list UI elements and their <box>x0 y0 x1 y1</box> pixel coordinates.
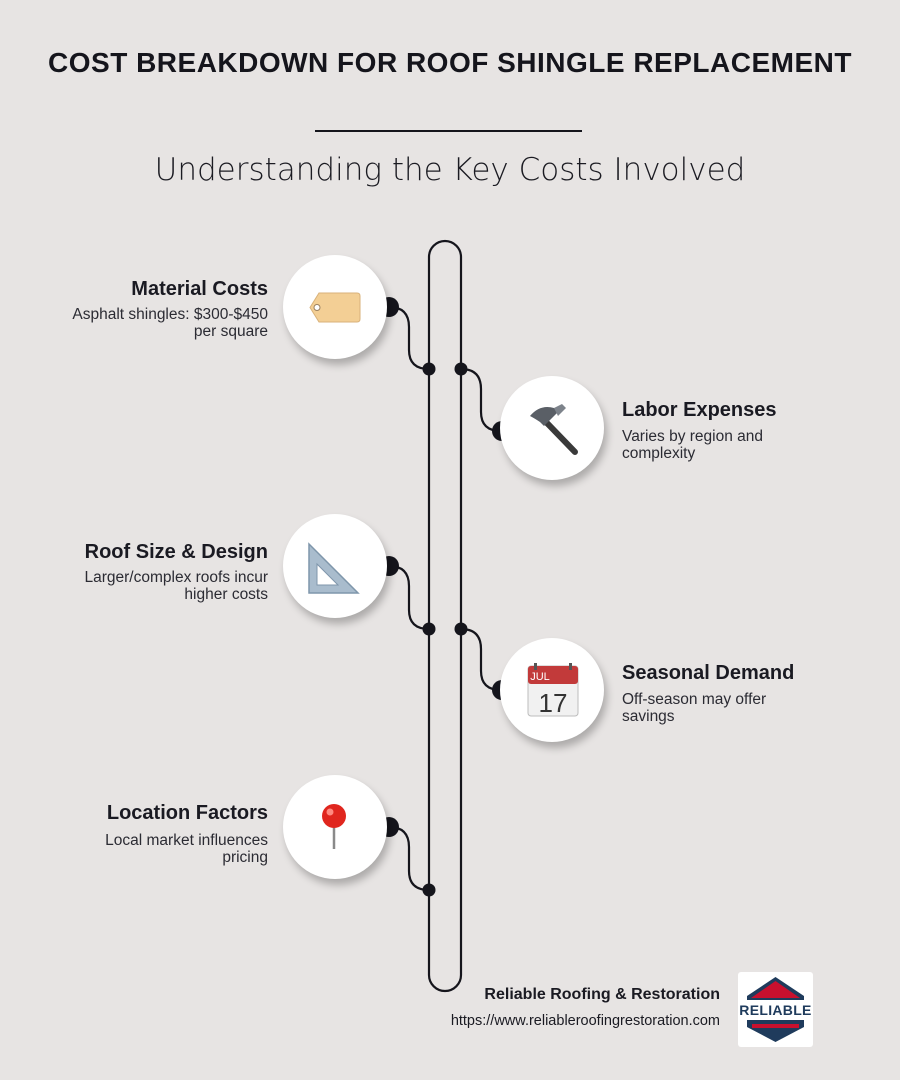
logo-text: RELIABLE <box>739 1002 812 1018</box>
track-dot-material <box>422 362 436 376</box>
connector-location <box>388 825 430 892</box>
track-dot-location <box>422 883 436 897</box>
item-description: Varies by region and complexity <box>622 428 764 462</box>
pushpin-icon <box>322 804 346 849</box>
hammer-icon <box>530 404 578 455</box>
item-description: Local market influences pricing <box>105 832 268 866</box>
title-divider <box>315 130 582 132</box>
item-title: Location Factors <box>106 802 268 824</box>
labor-icon-circle <box>500 376 604 480</box>
roof-logo-icon <box>747 977 804 1042</box>
seasonal-icon-circle: JUL 17 <box>500 638 604 742</box>
price-tag-icon <box>309 292 361 323</box>
track-dot-labor <box>454 362 468 376</box>
page-subtitle: Understanding the Key Costs Involved <box>154 152 746 188</box>
item-title: Labor Expenses <box>622 399 777 421</box>
connector-material <box>388 305 430 371</box>
company-name: Reliable Roofing & Restoration <box>484 986 720 1003</box>
connector-size <box>388 564 430 631</box>
calendar-day: 17 <box>539 688 568 718</box>
item-description: Larger/complex roofs incur higher costs <box>84 569 269 603</box>
item-title: Material Costs <box>131 278 268 300</box>
material-icon-circle <box>283 255 387 359</box>
item-description: Asphalt shingles: $300-$450 per square <box>72 306 268 340</box>
item-description: Off-season may offer savings <box>622 691 767 725</box>
item-title: Seasonal Demand <box>622 662 795 684</box>
calendar-icon: JUL 17 <box>527 663 579 718</box>
set-square-icon <box>308 542 360 594</box>
page-title: COST BREAKDOWN FOR ROOF SHINGLE REPLACEM… <box>48 47 852 78</box>
size-icon-circle <box>283 514 387 618</box>
timeline-capsule <box>427 239 463 993</box>
company-logo: RELIABLE <box>738 972 813 1047</box>
connector-seasonal <box>460 627 502 692</box>
item-title: Roof Size & Design <box>84 541 268 563</box>
company-url[interactable]: https://www.reliableroofingrestoration.c… <box>450 1013 720 1029</box>
track-dot-size <box>422 622 436 636</box>
track-dot-seasonal <box>454 622 468 636</box>
location-icon-circle <box>283 775 387 879</box>
connector-labor <box>460 367 502 433</box>
calendar-month: JUL <box>530 671 550 683</box>
